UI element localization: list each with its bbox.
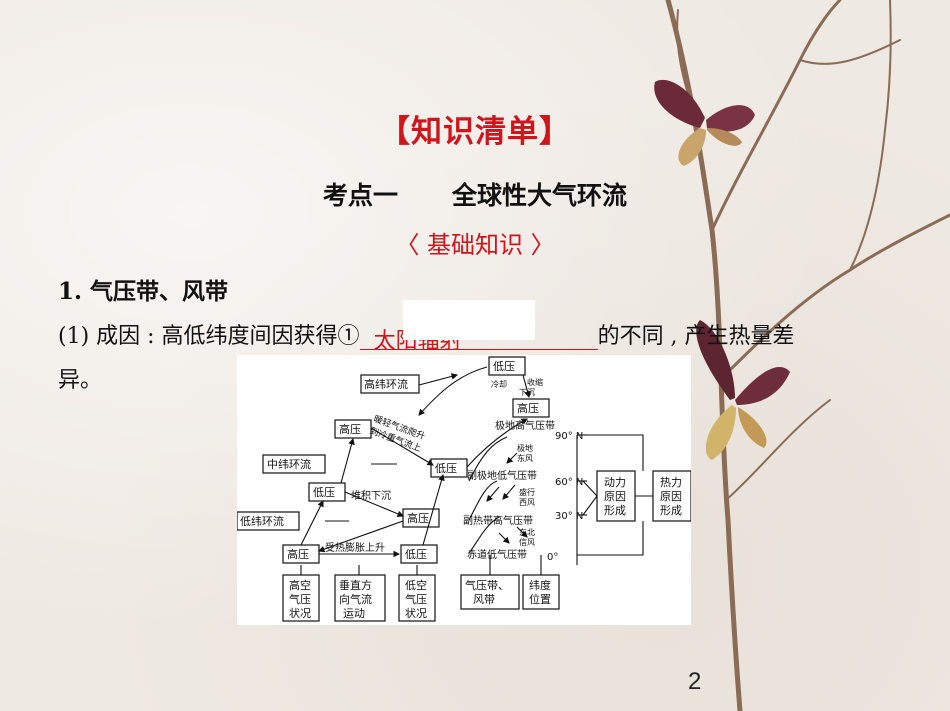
box-top-low bbox=[488, 356, 526, 376]
label-low-mid: 低压 bbox=[435, 462, 457, 475]
label-therm-2: 原因 bbox=[660, 490, 682, 503]
box-vertical bbox=[334, 574, 386, 622]
label-subpolar: 副极地低气压带 bbox=[467, 469, 537, 482]
box-lat bbox=[522, 574, 560, 610]
cause-suffix: 的不同 , 产生热量差 bbox=[597, 324, 795, 349]
section-title: 1. 气压带、风带 bbox=[58, 278, 229, 305]
box-high-lat bbox=[360, 374, 420, 394]
label-dyn-2: 原因 bbox=[604, 490, 626, 503]
page-number: 2 bbox=[688, 668, 702, 695]
label-high-center: 高压 bbox=[407, 511, 429, 525]
answer-cover bbox=[403, 300, 535, 340]
label-high-air-3: 状况 bbox=[289, 606, 311, 620]
label-low-air-2: 气压 bbox=[405, 592, 427, 606]
page-title: 【知识清单】 bbox=[379, 114, 571, 150]
box-top-high bbox=[512, 398, 550, 418]
circulation-diagram: 低压 冷却 收缩 下沉 高压 高纬环流 高压 暖轻气流爬升 到冷重气流上 低压 … bbox=[237, 355, 691, 625]
label-high-bottom: 高压 bbox=[287, 547, 309, 561]
label-dyn-3: 形成 bbox=[604, 504, 626, 517]
label-polar-high: 极地高气压带 bbox=[495, 419, 555, 432]
topic-heading: 考点一 全球性大气环流 bbox=[0, 176, 950, 212]
label-subtropical: 副热带高气压带 bbox=[463, 514, 533, 527]
label-low-lat: 低纬环流 bbox=[240, 514, 284, 528]
label-polar-east2: 东风 bbox=[517, 453, 533, 463]
box-low-lat bbox=[237, 511, 300, 531]
box-high-air bbox=[282, 574, 320, 622]
label-pile-sink: 堆积下沉 bbox=[351, 489, 391, 502]
label-vertical-3: 运动 bbox=[343, 607, 365, 620]
label-contract: 收缩 bbox=[527, 377, 543, 387]
label-belts-2: 风带 bbox=[473, 593, 495, 606]
box-therm bbox=[652, 470, 691, 522]
label-westerly: 盛行 bbox=[519, 487, 535, 497]
label-lat-2: 位置 bbox=[529, 592, 551, 606]
label-lat30: 30° N bbox=[555, 511, 583, 522]
label-vertical-2: 向气流 bbox=[339, 592, 372, 606]
box-belts bbox=[460, 574, 520, 610]
label-therm-3: 形成 bbox=[660, 504, 682, 517]
label-polar-east: 极地 bbox=[517, 443, 533, 453]
label-cold: 冷却 bbox=[491, 379, 507, 389]
heading-topic: 全球性大气环流 bbox=[452, 181, 628, 210]
label-lat90: 90° N bbox=[555, 431, 583, 442]
label-low-air-1: 低空 bbox=[405, 578, 427, 592]
label-vertical-1: 垂直方 bbox=[339, 578, 372, 592]
subheading: 〈 基础知识 〉 bbox=[395, 231, 555, 259]
box-low-mid bbox=[430, 458, 468, 478]
label-ne-trade: 东北 bbox=[519, 527, 535, 537]
label-westerly2: 西风 bbox=[519, 498, 535, 507]
label-sink: 下沉 bbox=[519, 388, 535, 397]
label-lat-1: 纬度 bbox=[529, 578, 551, 592]
label-lat60: 60° N bbox=[555, 477, 583, 488]
label-high-air-1: 高空 bbox=[289, 578, 311, 592]
label-low-bottom: 低压 bbox=[405, 548, 427, 561]
label-therm-1: 热力 bbox=[660, 476, 682, 489]
heading-label: 考点一 bbox=[322, 181, 398, 210]
cause-prefix: (1) 成因 : 高低纬度间因获得① bbox=[58, 324, 360, 349]
label-high-left: 高压 bbox=[339, 422, 361, 436]
label-dyn-1: 动力 bbox=[604, 476, 626, 489]
cause-line-2: 异。 bbox=[58, 368, 103, 393]
label-heat-rise: 受热膨胀上升 bbox=[325, 541, 385, 554]
label-lat0: 0° bbox=[547, 552, 558, 563]
box-low-bottom bbox=[400, 544, 438, 564]
butterfly-top bbox=[654, 79, 755, 166]
label-top-high: 高压 bbox=[517, 401, 539, 415]
label-ne-trade2: 信风 bbox=[519, 537, 535, 547]
butterfly-right bbox=[696, 320, 790, 460]
label-low-air-3: 状况 bbox=[405, 606, 427, 620]
label-high-air-2: 气压 bbox=[289, 592, 311, 606]
label-top-low: 低压 bbox=[493, 360, 515, 373]
label-low-left: 低压 bbox=[313, 486, 335, 499]
label-equator: 赤道低气压带 bbox=[467, 548, 527, 561]
label-high-lat: 高纬环流 bbox=[364, 377, 408, 391]
label-belts-1: 气压带、 bbox=[465, 578, 509, 592]
box-mid-lat bbox=[262, 454, 326, 474]
label-mid-lat: 中纬环流 bbox=[267, 457, 311, 471]
